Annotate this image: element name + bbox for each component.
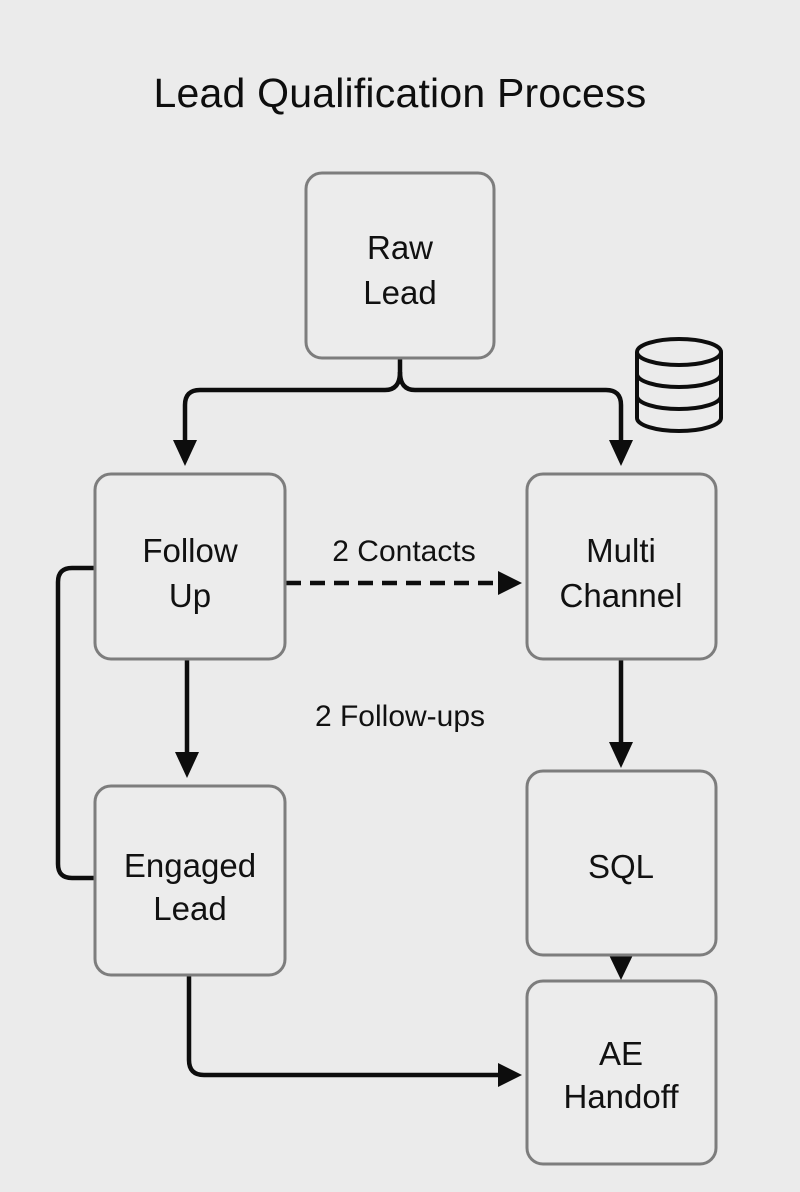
arrowhead	[175, 752, 199, 778]
node-label-line: Multi	[586, 532, 656, 569]
node-sql[interactable]: SQL	[525, 769, 718, 957]
node-engaged-lead[interactable]: Engaged Lead	[93, 784, 287, 977]
edge-engaged-lead-to-ae-handoff	[186, 975, 500, 1078]
node-multi-channel[interactable]: Multi Channel	[525, 472, 718, 661]
node-label-line: Engaged	[124, 847, 256, 884]
edge-label-contacts: 2 Contacts	[332, 535, 475, 568]
node-follow-up[interactable]: Follow Up	[93, 472, 287, 661]
arrowhead	[609, 440, 633, 466]
edge-follow-up-engaged-loop	[55, 565, 95, 881]
node-label-line: Raw	[367, 229, 433, 266]
node-label-line: Lead	[153, 890, 226, 927]
arrowhead	[498, 571, 522, 595]
node-ae-handoff[interactable]: AE Handoff	[525, 979, 718, 1166]
node-label-line: SQL	[588, 848, 654, 885]
node-label-line: Follow	[142, 532, 238, 569]
database-icon	[635, 337, 723, 433]
node-label-line: Channel	[560, 577, 683, 614]
arrowhead	[609, 955, 633, 980]
edge-raw-lead-to-multi-channel	[397, 371, 624, 440]
node-label-line: Lead	[363, 274, 436, 311]
node-raw-lead[interactable]: Raw Lead	[304, 171, 496, 360]
node-label-line: Up	[169, 577, 211, 614]
arrowhead	[498, 1063, 522, 1087]
edge-label-follow-ups: 2 Follow-ups	[315, 700, 485, 733]
arrowhead	[173, 440, 197, 466]
diagram-title: Lead Qualification Process	[153, 70, 647, 116]
node-label-line: Handoff	[564, 1078, 680, 1115]
arrowhead	[609, 742, 633, 768]
node-label-line: AE	[599, 1035, 643, 1072]
edge-raw-lead-to-follow-up	[182, 358, 403, 440]
edges	[55, 358, 633, 1087]
